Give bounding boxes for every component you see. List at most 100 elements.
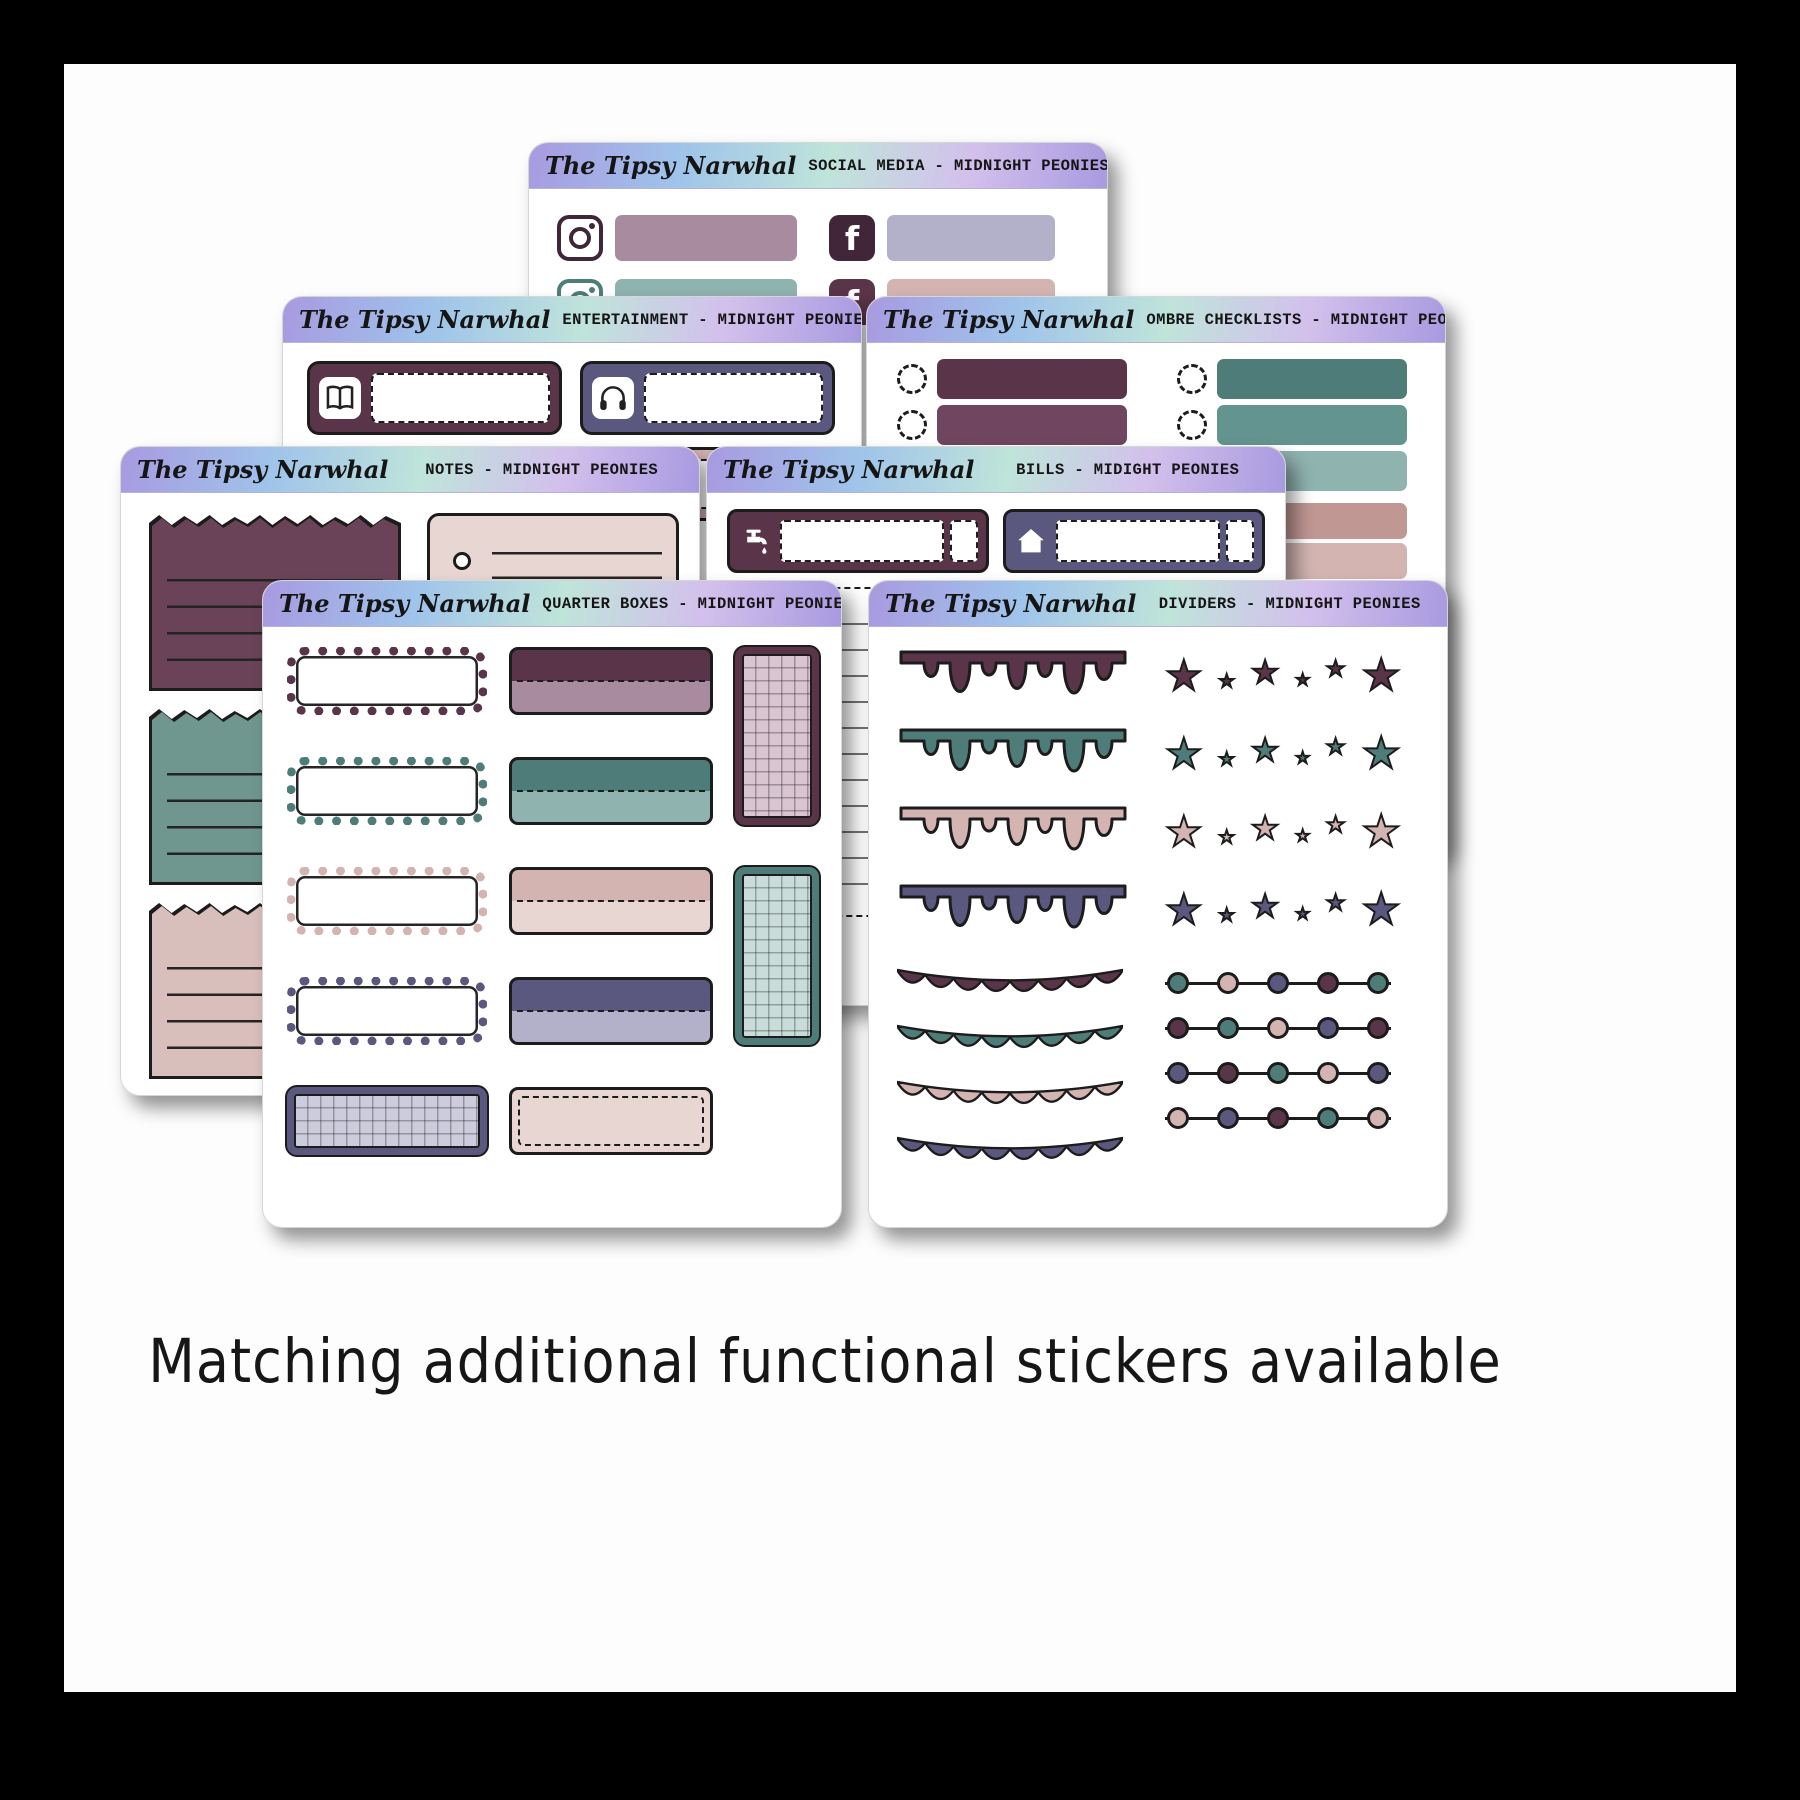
headphones-icon (592, 377, 634, 419)
scallop-box-purple (287, 977, 487, 1045)
bill-fields (780, 520, 978, 562)
bead-divider (1165, 1061, 1391, 1085)
star-icon: ★ (1164, 807, 1204, 856)
sticker-sheet-dividers: The Tipsy Narwhal DIVIDERS - MIDNIGHT PE… (868, 580, 1448, 1228)
star-divider-purple: ★ ★ ★ ★ ★ ★ (1164, 883, 1402, 937)
scallop-box-plum (287, 647, 487, 715)
star-icon: ★ (1325, 891, 1347, 916)
bead (1317, 1017, 1339, 1039)
checklist-row (897, 359, 1137, 399)
sheet-header: The Tipsy Narwhal ENTERTAINMENT - MIDNIG… (283, 297, 861, 343)
dashed-box-pink (509, 1087, 713, 1155)
sheet-title: DIVIDERS - MIDNIGHT PEONIES (1158, 594, 1421, 613)
sheet-title: SOCIAL MEDIA - MIDNIGHT PEONIES (808, 156, 1108, 175)
dividers-left-column (897, 649, 1129, 1185)
grid-box-purple (287, 1087, 487, 1155)
bead (1317, 1107, 1339, 1129)
sheet-title: NOTES - MIDNIGHT PEONIES (425, 460, 659, 479)
star-icon: ★ (1294, 826, 1310, 845)
sheet-title: ENTERTAINMENT - MIDNIGHT PEONIES (562, 310, 862, 329)
bead (1167, 1017, 1189, 1039)
half-box-teal (509, 757, 713, 825)
sheet-header: The Tipsy Narwhal NOTES - MIDNIGHT PEONI… (121, 447, 699, 493)
checkbox-circle (897, 410, 927, 440)
star-icon: ★ (1294, 904, 1310, 923)
bead-divider (1165, 1016, 1391, 1040)
star-icon: ★ (1164, 651, 1204, 700)
brand-name: The Tipsy Narwhal (723, 455, 975, 484)
water-bill-box (727, 509, 989, 573)
bunting-divider-pink (897, 1080, 1123, 1105)
bunting-divider-teal (897, 1024, 1123, 1049)
checklist-bar (937, 359, 1127, 399)
checkbox-circle (1177, 364, 1207, 394)
bead-divider (1165, 1106, 1391, 1130)
star-icon: ★ (1294, 670, 1310, 689)
bunting-divider-purple (897, 1136, 1123, 1161)
sticker-row: f (557, 215, 1079, 261)
drip-divider-pink (899, 806, 1127, 851)
bead (1317, 1062, 1339, 1084)
facebook-icon: f (829, 215, 875, 261)
brand-name: The Tipsy Narwhal (883, 305, 1135, 334)
write-in-area (780, 520, 944, 562)
checklist-row (897, 405, 1137, 445)
checklist-row (1177, 359, 1417, 399)
star-icon: ★ (1250, 809, 1281, 847)
star-icon: ★ (1164, 729, 1204, 778)
half-box-purple (509, 977, 713, 1045)
bead (1367, 1107, 1389, 1129)
star-icon: ★ (1164, 885, 1204, 934)
brand-name: The Tipsy Narwhal (545, 151, 797, 180)
social-label-bar (615, 215, 797, 261)
star-icon: ★ (1360, 806, 1401, 857)
star-icon: ★ (1218, 827, 1236, 848)
bead (1367, 1062, 1389, 1084)
bead-divider (1165, 971, 1391, 995)
star-icon: ★ (1294, 748, 1310, 767)
sheet-body: ★ ★ ★ ★ ★ ★ ★ ★ ★ ★ ★ ★ ★ ★ ★ ★ ★ ★ (869, 627, 1447, 1207)
caption-text: Matching additional functional stickers … (148, 1326, 1502, 1397)
sheet-header: The Tipsy Narwhal OMBRE CHECKLISTS - MID… (867, 297, 1445, 343)
sticker-row (727, 509, 1265, 573)
star-icon: ★ (1250, 653, 1281, 691)
checkbox-area (1226, 520, 1254, 562)
bill-fields (1056, 520, 1254, 562)
bunting-divider-plum (897, 968, 1123, 993)
scallop-box-teal (287, 757, 487, 825)
half-box-pink (509, 867, 713, 935)
sticker-row (307, 361, 837, 435)
facebook-glyph: f (844, 218, 860, 258)
bead (1267, 1062, 1289, 1084)
checkbox-area (950, 520, 978, 562)
music-tracker-box (580, 361, 835, 435)
sheet-title: BILLS - MIDIGHT PEONIES (1016, 460, 1240, 479)
bead (1367, 1017, 1389, 1039)
social-label-bar (887, 215, 1055, 261)
star-icon: ★ (1325, 657, 1347, 682)
bead (1167, 1062, 1189, 1084)
sticker-sheet-quarter-boxes: The Tipsy Narwhal QUARTER BOXES - MIDNIG… (262, 580, 842, 1228)
bead (1267, 1107, 1289, 1129)
drip-divider-teal (899, 728, 1127, 773)
sheet-header: The Tipsy Narwhal QUARTER BOXES - MIDNIG… (263, 581, 841, 627)
write-in-area (371, 373, 550, 423)
brand-name: The Tipsy Narwhal (137, 455, 389, 484)
bead (1267, 1017, 1289, 1039)
star-icon: ★ (1325, 813, 1347, 838)
checklist-row (1177, 405, 1417, 445)
house-icon (1018, 528, 1044, 553)
star-divider-teal: ★ ★ ★ ★ ★ ★ (1164, 727, 1402, 781)
bead (1217, 1062, 1239, 1084)
sheet-title: QUARTER BOXES - MIDNIGHT PEONIES (542, 594, 842, 613)
sheet-title: OMBRE CHECKLISTS - MIDNIGHT PEONIES (1146, 310, 1446, 329)
bead (1167, 1107, 1189, 1129)
checklist-bar (937, 405, 1127, 445)
star-divider-pink: ★ ★ ★ ★ ★ ★ (1164, 805, 1402, 859)
checklist-bar (1217, 405, 1407, 445)
sheet-header: The Tipsy Narwhal BILLS - MIDIGHT PEONIE… (707, 447, 1285, 493)
bead (1167, 972, 1189, 994)
drip-divider-purple (899, 884, 1127, 929)
star-icon: ★ (1250, 887, 1281, 925)
star-icon: ★ (1250, 731, 1281, 769)
